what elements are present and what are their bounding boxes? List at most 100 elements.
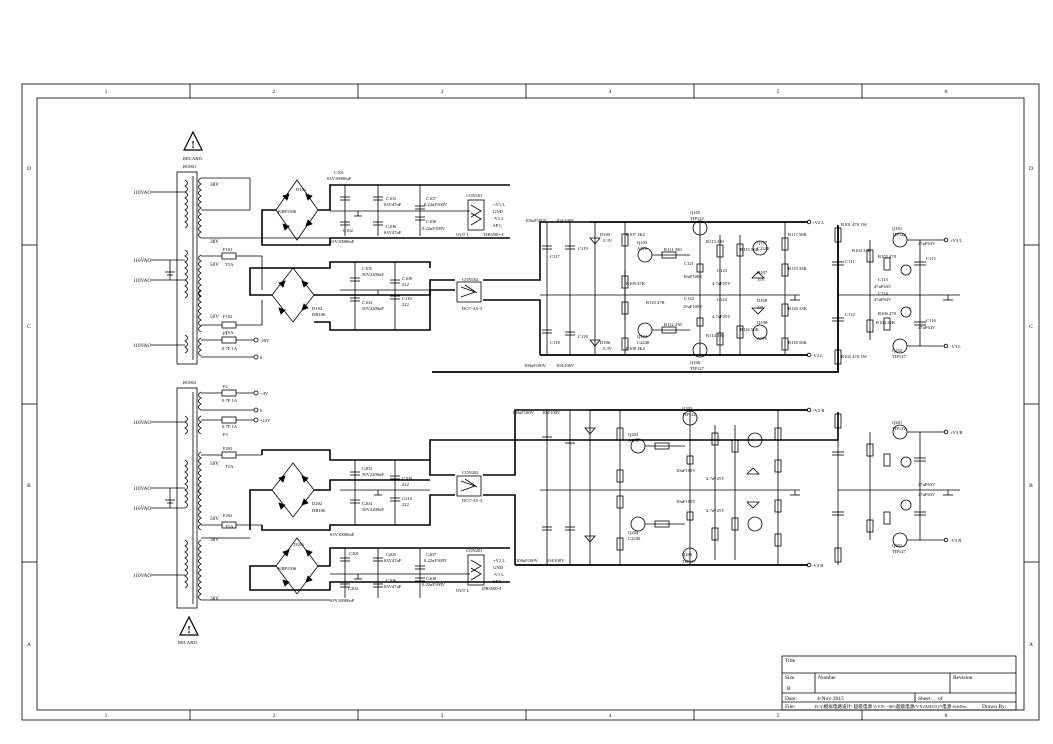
warning-icon-top: ! — [183, 130, 203, 151]
fuse-rating-F2: 0.7F 1A — [222, 398, 238, 403]
date-label: Date: — [785, 696, 797, 702]
cap-ref-C102: C102 — [343, 228, 354, 233]
reg-zener-D106-val: 5.3V — [603, 346, 613, 351]
zone-bottom-4: 4 — [609, 713, 612, 719]
zone-bottom-6: 6 — [945, 713, 948, 719]
transformer-ref-upper: RO801 — [183, 164, 197, 169]
cap-val-C103: 63V47uF — [384, 202, 402, 207]
reg-res-R115: R115 56K — [740, 247, 760, 252]
output-plus12: +12V — [260, 418, 271, 423]
bridge-ref-D202: D202 — [312, 501, 323, 506]
secondary-wiring-upper — [201, 177, 330, 360]
reg-transistor-Q108: Q108 — [757, 320, 768, 325]
cap-ref-C107: C107 — [426, 196, 437, 201]
reg-cap-C114: C114 — [878, 291, 888, 296]
reg-transistor-Q105: Q105 — [690, 210, 701, 215]
out-label-4: SP L — [493, 223, 502, 228]
reg-cap-val-104-b: 104/100V — [556, 363, 575, 368]
cap-ref-C201: C201 — [349, 551, 360, 556]
reg-cap-val-lower-4u7: 4.7uF25V — [706, 476, 725, 481]
connector-ref-CON201: CON201 — [466, 548, 483, 553]
bridge-rectifier-D102 — [271, 267, 315, 323]
regulator-upper-detail — [540, 219, 960, 372]
cap-ref-C103: C103 — [386, 196, 397, 201]
cap-val-C204: 50V2200uF — [362, 507, 384, 512]
revision-label: Revision — [953, 675, 973, 681]
bridge-part-D101: KBP1506 — [278, 209, 297, 214]
zone-right-B: B — [1029, 483, 1033, 489]
reg-rail-neg-upper: -V2 L — [812, 353, 823, 358]
cap-val-C210: 222 — [402, 502, 410, 507]
reg-cap-C112: C112 — [845, 312, 855, 317]
output-plus4: +4V — [260, 391, 269, 396]
reg-transistor-Q204-part: C2240 — [628, 536, 641, 541]
cap-val-C102: 63V10000uF — [330, 239, 355, 244]
inner-frame — [36, 97, 1025, 711]
reg-res-R120: R120 33K — [788, 306, 808, 311]
cap-ref-C207: C207 — [426, 552, 437, 557]
out-label-2: GND — [493, 209, 504, 214]
reg-transistor-Q105-part: TIP122 — [690, 216, 704, 221]
zone-left-D: D — [27, 166, 31, 172]
warning-label-top: RECARD. — [183, 156, 203, 161]
zone-bottom-3: 3 — [441, 713, 444, 719]
reg-res-R119: R119 33K — [788, 266, 808, 271]
cap-ref-C106: C106 — [386, 224, 397, 229]
cap-val-C207: 0.22uF100V — [424, 558, 448, 563]
cap-val-C209: 222 — [402, 482, 410, 487]
reg-res-R101: R101 470 1W — [841, 222, 867, 227]
connector-CON201 — [467, 554, 485, 586]
reg-zener-D107: D107 — [757, 270, 768, 275]
winding-label-3: 50V — [210, 262, 219, 268]
connector-part-CON202: DG7-A5-3 — [462, 498, 483, 503]
fuse-rating-F101: T5A — [225, 262, 234, 267]
ac-label-4: 110VAC — [133, 343, 151, 349]
reg-zener-D108-val: 15V — [757, 305, 766, 310]
reg-transistor-Q202: Q202 — [892, 543, 903, 548]
reg-transistor-Q205: Q205 — [682, 406, 693, 411]
reg-rail-pos-lower: +V2 R — [812, 408, 825, 413]
title-block — [781, 655, 1017, 711]
out-label-lower-5: OUT L — [456, 588, 470, 593]
reg-transistor-Q102-part: TIP127 — [892, 354, 906, 359]
bridge-ref-D102: D102 — [312, 306, 323, 311]
bridge-ref-D101: D101 — [296, 187, 307, 192]
reg-cap-val-lower-47uF: 47uF63V — [918, 482, 936, 487]
reg-transistor-Q102: Q102 — [892, 348, 903, 353]
bridge-rectifier-D101 — [275, 179, 319, 241]
reg-transistor-Q107: Q107 — [757, 240, 768, 245]
bridge-rectifier-D201 — [275, 537, 319, 595]
reg-rail-pos-upper: +V2 L — [812, 220, 824, 225]
reg-out-pos-lower: +V3 R — [950, 430, 963, 435]
svg-text:!: ! — [191, 140, 194, 151]
cap-ref-C210: C210 — [402, 496, 413, 501]
reg-zener-D107-val: 15V — [757, 277, 766, 282]
ac-label-lower-3: 110VAC — [133, 506, 151, 512]
reg-transistor-Q106: Q106 — [690, 360, 701, 365]
cap-ref-C110: C110 — [402, 296, 412, 301]
zone-left-C: C — [27, 324, 31, 330]
reg-out-neg-lower: -V3 R — [950, 538, 962, 543]
filter-caps-lower — [330, 460, 470, 598]
reg-cap-val-lower-47uF-b: 47uF63V — [918, 492, 936, 497]
transformer-upper-windings — [184, 176, 202, 360]
connector-ref-CON101: CON101 — [466, 193, 483, 198]
reg-transistor-Q202-part: TIP127 — [892, 549, 906, 554]
transformer-upper — [176, 171, 198, 365]
sheet-label: Sheet — [918, 696, 931, 702]
output-zero-lower: 0 — [260, 408, 263, 413]
reg-res-R102: R102 470 1W — [841, 354, 867, 359]
zone-labels-bottom: 1 2 3 4 5 6 — [105, 713, 948, 719]
cap-val-C202: 63V10000uF — [330, 598, 355, 603]
number-label: Number — [818, 675, 836, 681]
fuse-ref-F201: F201 — [223, 446, 233, 451]
connector-part-CON201: DB3500-4 — [482, 586, 502, 591]
output-zero: 0 — [260, 355, 263, 360]
reg-res-R111: R111 330 — [664, 247, 682, 252]
svg-text:!: ! — [187, 625, 190, 636]
cap-val-C201: 63V10000uF — [330, 532, 355, 537]
reg-cap-C115: C115 — [926, 256, 936, 261]
reg-cap-C121: C121 — [684, 261, 695, 266]
reg-res-R106: R106 470 — [878, 311, 897, 316]
reg-transistor-Q101-part: TIP122 — [892, 232, 906, 237]
